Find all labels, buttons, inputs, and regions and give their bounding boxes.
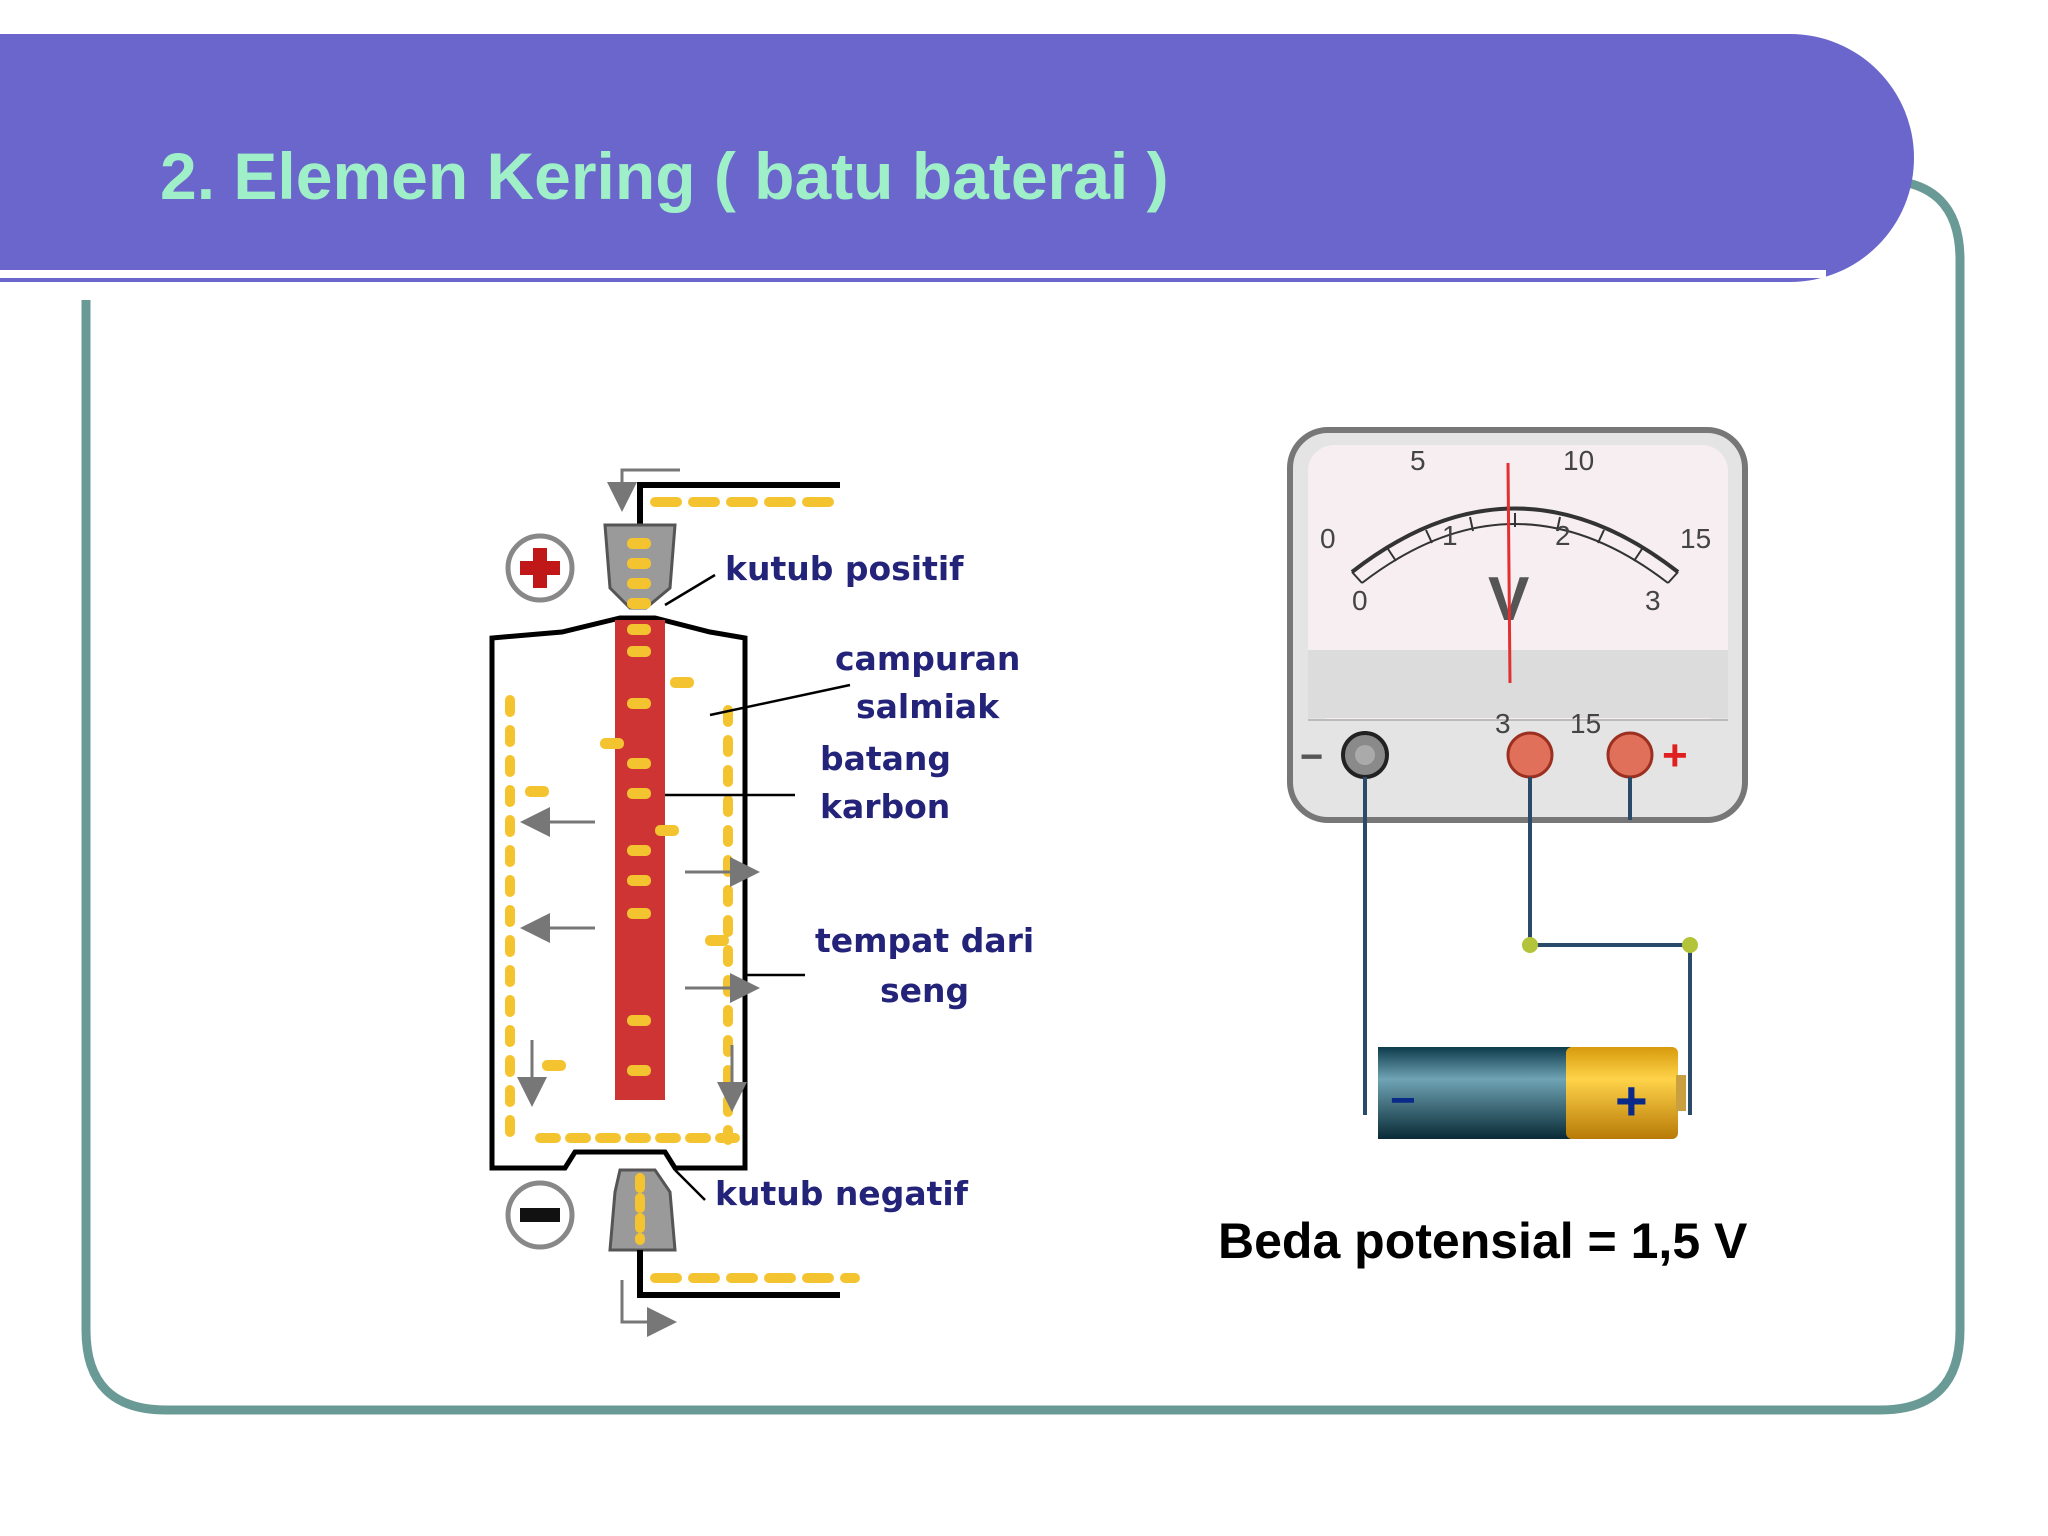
- potential-difference-text: Beda potensial = 1,5 V: [1218, 1213, 1748, 1269]
- outer-scale-10: 10: [1563, 445, 1594, 476]
- label-negative-terminal: kutub negatif: [715, 1174, 969, 1213]
- label-carbon-2: karbon: [820, 787, 950, 826]
- wire-joint-right: [1682, 937, 1698, 953]
- outer-scale-5: 5: [1410, 445, 1426, 476]
- terminal-15-label: 15: [1570, 708, 1601, 739]
- label-salmiak-2: salmiak: [856, 687, 1000, 726]
- battery-body: [1378, 1047, 1571, 1139]
- battery-minus: −: [1390, 1076, 1416, 1125]
- carbon-rod: [615, 620, 665, 1100]
- terminal-minus-label: −: [1300, 735, 1323, 779]
- terminal-3V: [1506, 731, 1554, 779]
- low-scale-0: 0: [1352, 585, 1368, 616]
- slide-title: 2. Elemen Kering ( batu baterai ): [160, 139, 1169, 213]
- bottom-current-arrow: [620, 1280, 677, 1337]
- low-scale-3: 3: [1645, 585, 1661, 616]
- zinc-can: [489, 615, 748, 1171]
- content-border: [81, 175, 1965, 1415]
- rod-electron-dots: [525, 538, 729, 1076]
- mirror-band: [1308, 650, 1728, 718]
- voltmeter-circuit: 0 5 10 15 1 2 0 3 V − 3 15 + − +: [1287, 427, 1748, 1139]
- terminal-plus-label: +: [1662, 731, 1688, 780]
- bottom-wire: [637, 1250, 840, 1298]
- battery-plus: +: [1615, 1069, 1648, 1132]
- scale-ticks: [1351, 513, 1679, 584]
- wire-joint-left: [1522, 937, 1538, 953]
- voltmeter-needle: [1506, 462, 1512, 684]
- terminal-15V: [1606, 731, 1654, 779]
- scale-arc: [1350, 506, 1680, 574]
- outer-scale-15: 15: [1680, 523, 1711, 554]
- inner-scale-1: 1: [1442, 520, 1458, 551]
- label-zinc-2: seng: [880, 971, 969, 1010]
- dry-cell-diagram: kutub positif campuran salmiak batang ka…: [489, 468, 1034, 1337]
- header-band: [0, 34, 1914, 282]
- outer-scale-0: 0: [1320, 523, 1336, 554]
- label-carbon-1: batang: [820, 739, 951, 778]
- header-rule: [0, 270, 1826, 278]
- label-salmiak-1: campuran: [835, 639, 1020, 678]
- top-wire: [637, 482, 840, 530]
- battery-cap: [1566, 1047, 1678, 1139]
- ion-flow-arrows: [517, 807, 760, 1112]
- top-current-arrow: [607, 468, 680, 512]
- inner-scale-2: 2: [1555, 520, 1571, 551]
- label-positive-terminal: kutub positif: [725, 549, 964, 588]
- leader-lines: [664, 573, 851, 1201]
- label-zinc-1: tempat dari: [815, 921, 1034, 960]
- terminal-3-label: 3: [1495, 708, 1511, 739]
- circuit-wires: [1363, 777, 1692, 1115]
